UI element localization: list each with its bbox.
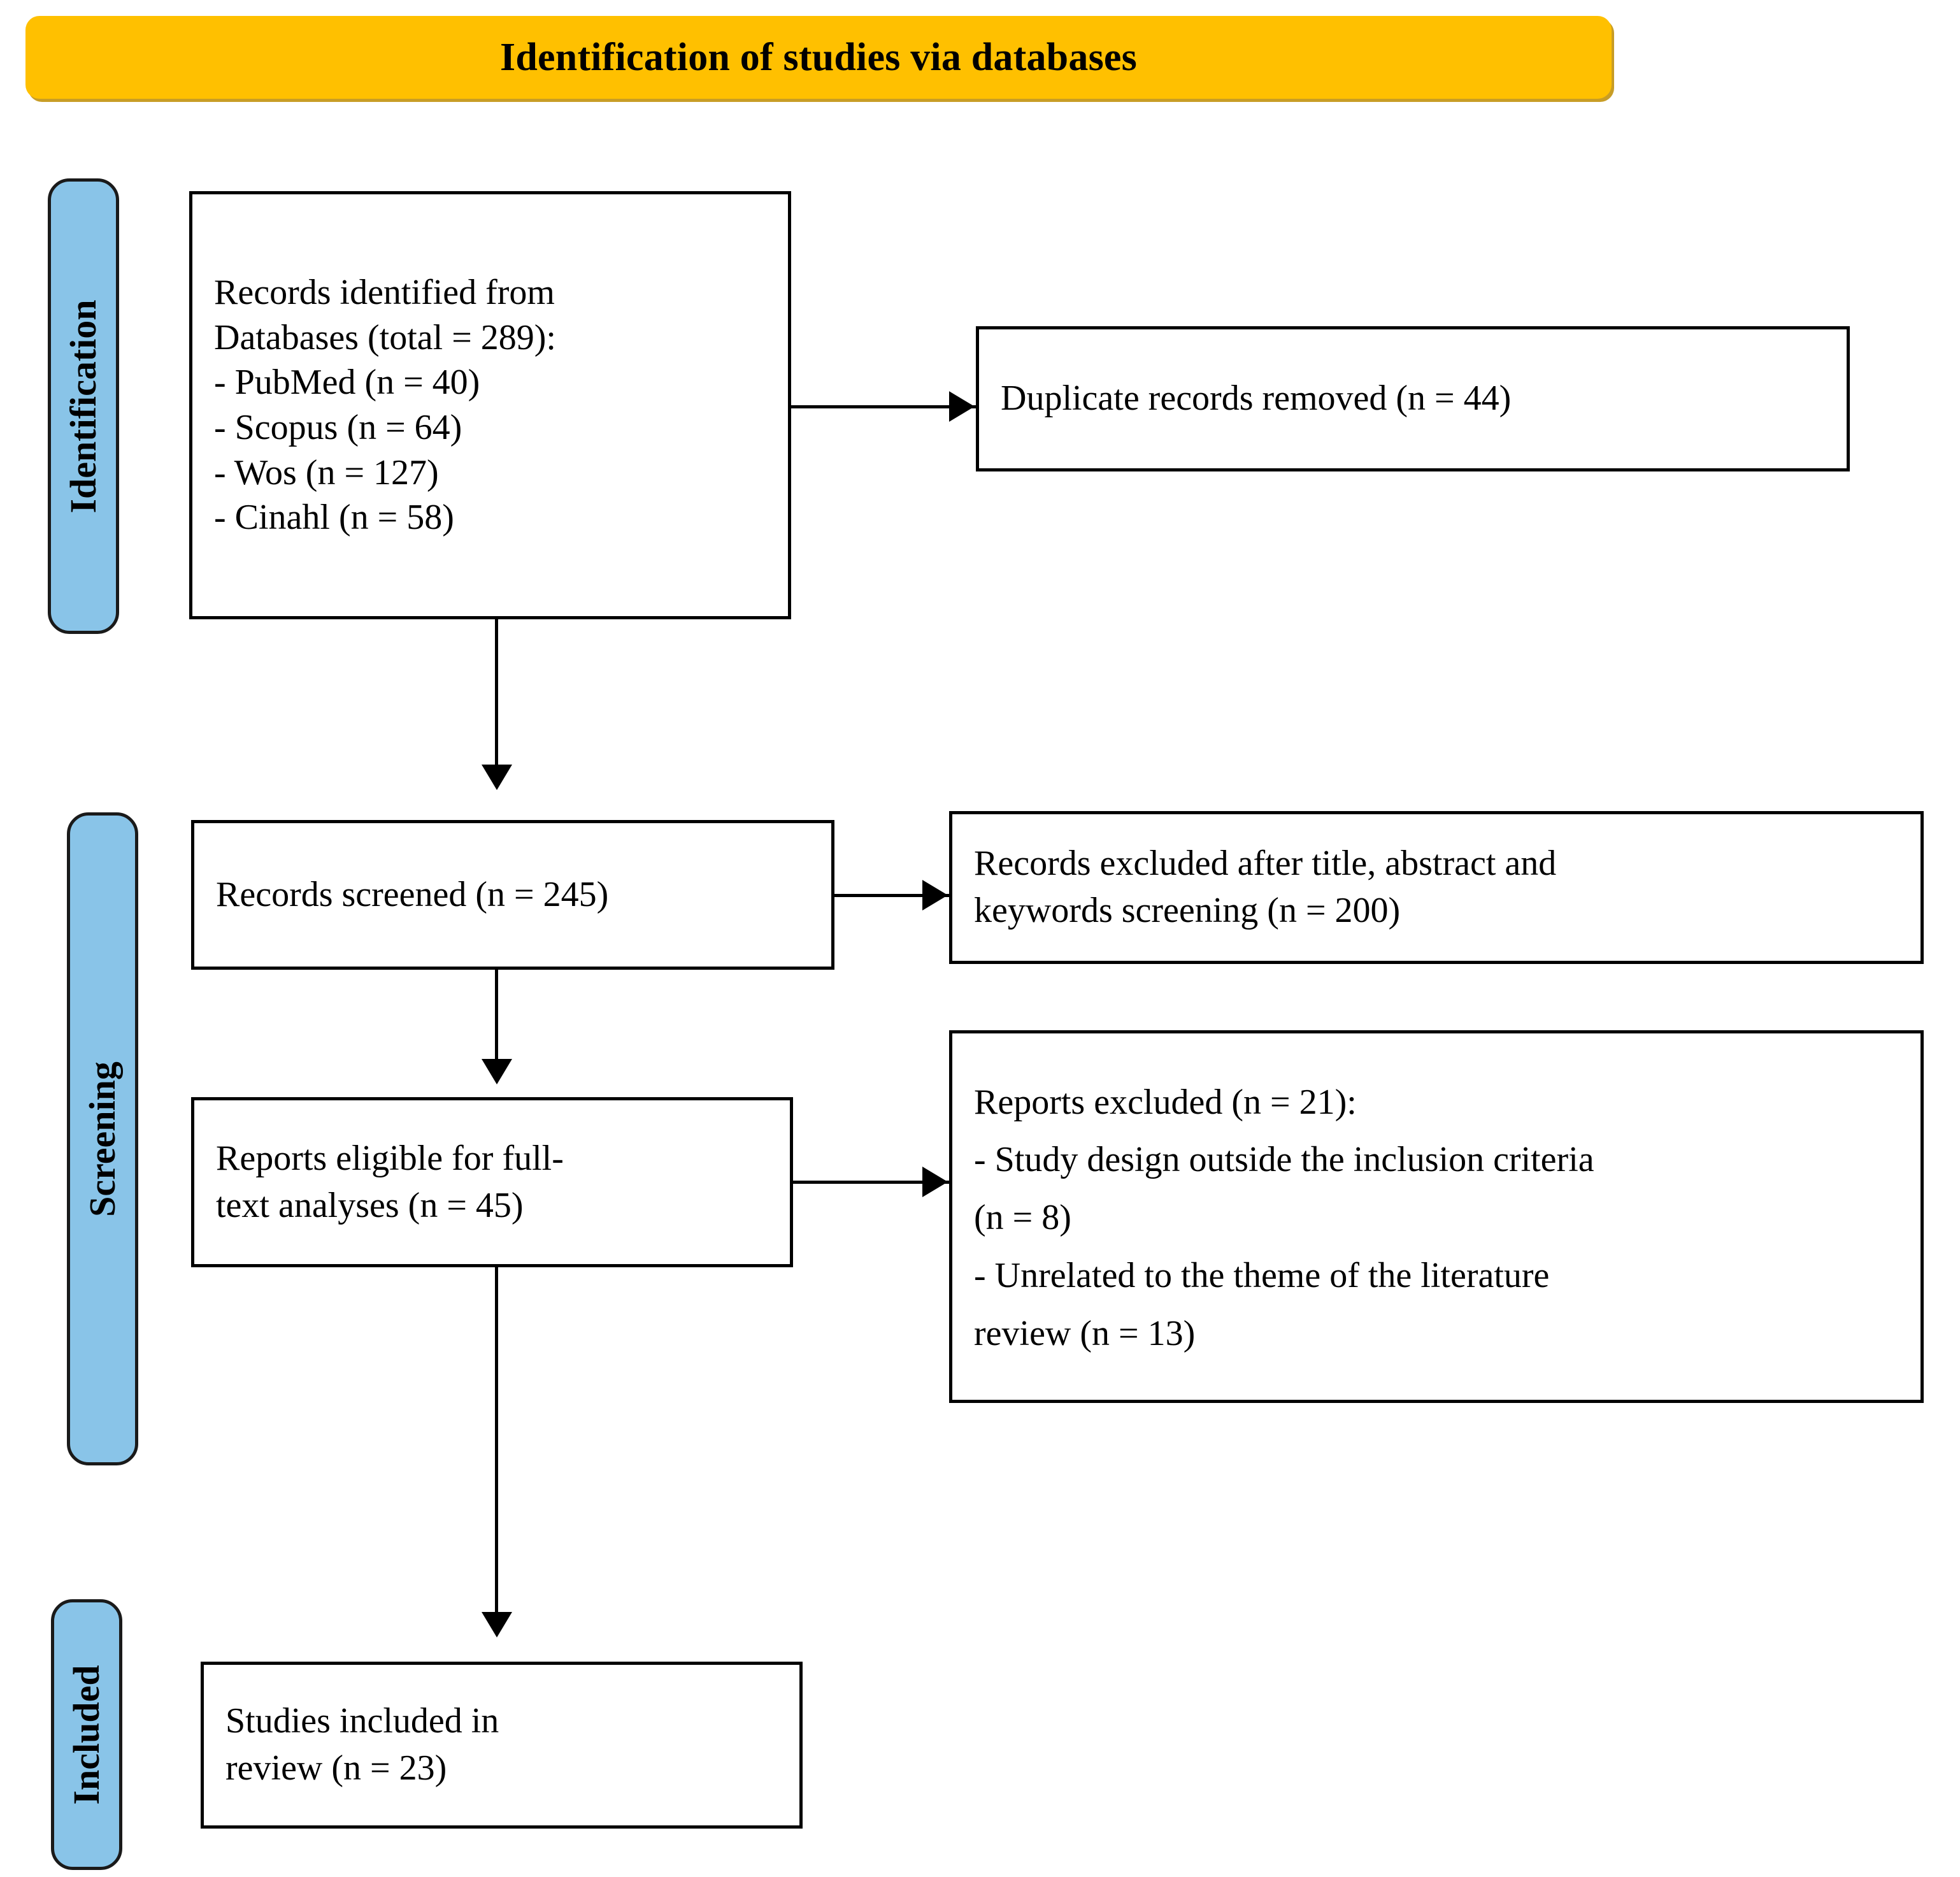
connector-identified-to-screened: [495, 619, 498, 779]
arrowhead-identified-to-screened: [482, 765, 512, 790]
box-line: review (n = 23): [225, 1748, 447, 1788]
box-line: - Scopus (n = 64): [214, 408, 462, 447]
stage-label-identification: Identification: [62, 299, 104, 514]
arrowhead-eligible-to-reports-excluded: [922, 1167, 948, 1197]
stage-label-screening: Screening: [82, 1061, 123, 1217]
connector-screened-to-excluded: [834, 894, 949, 897]
box-records-excluded: Records excluded after title, abstract a…: [949, 811, 1924, 964]
box-line: Records identified from: [214, 273, 555, 313]
box-line: - Wos (n = 127): [214, 452, 439, 493]
box-reports-excluded: Reports excluded (n = 21): - Study desig…: [949, 1030, 1924, 1403]
box-line: Reports eligible for full-: [216, 1138, 564, 1178]
box-line: Databases (total = 289):: [214, 317, 556, 357]
box-line: - Study design outside the inclusion cri…: [974, 1140, 1594, 1180]
box-line: keywords screening (n = 200): [974, 891, 1401, 930]
box-duplicate-records-removed: Duplicate records removed (n = 44): [976, 326, 1850, 471]
connector-eligible-to-reports-excluded: [793, 1181, 949, 1184]
box-records-identified: Records identified from Databases (total…: [189, 191, 791, 619]
stage-band-identification: Identification: [48, 178, 119, 634]
box-line: - PubMed (n = 40): [214, 363, 480, 403]
box-line: text analyses (n = 45): [216, 1185, 524, 1225]
connector-eligible-to-included: [495, 1267, 498, 1633]
box-line: - Cinahl (n = 58): [214, 498, 454, 538]
connector-screened-to-eligible: [495, 970, 498, 1078]
stage-band-screening: Screening: [67, 812, 138, 1465]
box-line: review (n = 13): [974, 1313, 1196, 1353]
diagram-header-banner: Identification of studies via databases: [25, 16, 1612, 99]
arrowhead-identified-to-duplicates: [949, 391, 975, 422]
box-line: Records excluded after title, abstract a…: [974, 844, 1557, 884]
arrowhead-screened-to-eligible: [482, 1059, 512, 1084]
box-line: Reports excluded (n = 21):: [974, 1082, 1357, 1122]
arrowhead-screened-to-excluded: [922, 880, 948, 910]
page-title: Identification of studies via databases: [500, 35, 1137, 79]
box-line: Duplicate records removed (n = 44): [1001, 378, 1512, 419]
box-line: Records screened (n = 245): [216, 874, 609, 914]
connector-identified-to-duplicates: [791, 405, 976, 408]
box-records-screened: Records screened (n = 245): [191, 820, 834, 970]
box-line: (n = 8): [974, 1198, 1071, 1238]
box-line: - Unrelated to the theme of the literatu…: [974, 1255, 1550, 1295]
arrowhead-eligible-to-included: [482, 1612, 512, 1637]
box-studies-included: Studies included in review (n = 23): [201, 1662, 803, 1829]
box-line: Studies included in: [225, 1701, 499, 1741]
stage-band-included: Included: [51, 1599, 122, 1870]
box-reports-eligible: Reports eligible for full- text analyses…: [191, 1097, 793, 1267]
stage-label-included: Included: [66, 1664, 107, 1805]
